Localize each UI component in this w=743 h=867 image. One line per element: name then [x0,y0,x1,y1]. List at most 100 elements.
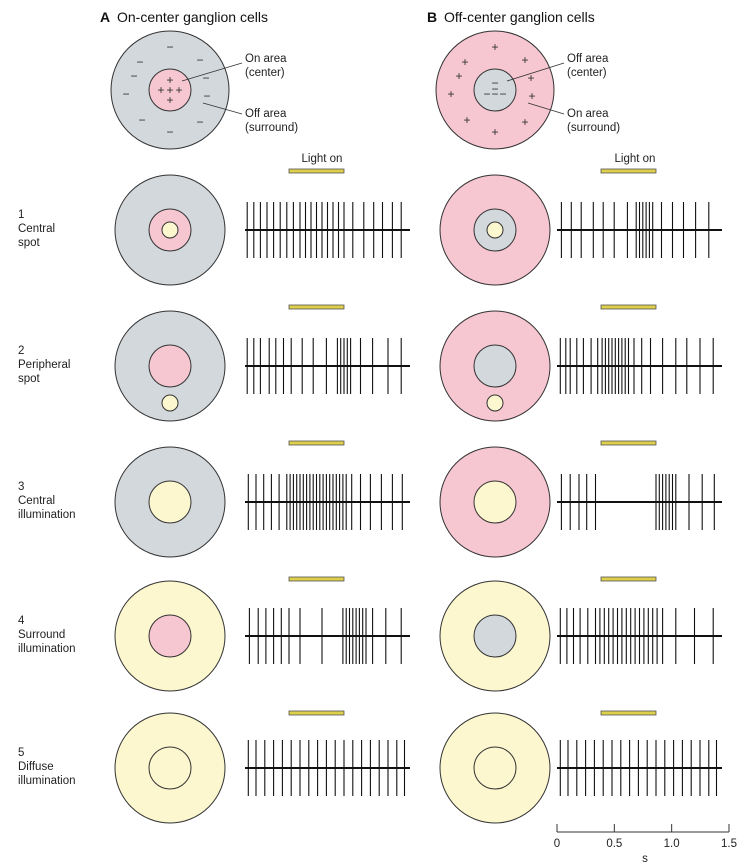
row-4-a-stimulus-center [148,614,192,658]
row-1-a-light-bar [288,168,345,174]
time-axis-ticks: 0 0.5 1.0 1.5 [554,824,737,850]
legend-a-center-symbol: + [157,83,164,97]
legend-b-center-symbol: − [483,87,490,101]
legend-a-center-label-1: On area [245,53,287,65]
legend-a-surround-label-1: Off area [245,108,287,120]
row-5-a-stimulus-center [148,746,192,790]
legend-a-center-symbol: + [166,73,173,87]
legend-b-center-label-2: (center) [567,67,607,79]
time-axis-tick-label: 0 [554,838,560,850]
legend-a-symbols: +++++−−−−−−−−−− [122,40,210,139]
legend-a-surround-symbol: − [130,69,137,83]
legend-b-symbols: −−−−−++++++++++ [447,40,535,139]
legend-b-surround-symbol: + [463,113,470,127]
row-2-b-stimulus-light-spot [486,394,504,412]
condition-5-number: 5 [18,747,24,759]
legend-b-surround-label-2: (surround) [567,122,620,134]
row-3-b-light-bar [600,440,657,446]
row-5-b-stimulus-center [473,746,517,790]
legend-a-surround-symbol: − [203,89,210,103]
condition-2-number: 2 [18,345,24,357]
condition-4-label: illumination [18,643,76,655]
time-axis-tick-label: 1.5 [721,838,737,850]
condition-5-label: illumination [18,775,76,787]
legend-b-center-symbol: − [491,76,498,90]
legend-diagram-on-center: +++++−−−−−−−−−− On area (center) Off are… [110,30,298,150]
row-4-b-light-bar [600,576,657,582]
condition-4-number: 4 [18,615,25,627]
legend-diagram-off-center: −−−−−++++++++++ Off area (center) On are… [435,30,620,150]
legend-a-surround-symbol: − [196,53,203,67]
legend-a-surround-symbol: − [196,115,203,129]
legend-a-center [148,68,192,112]
row-3-b-stimulus-center [473,480,517,524]
condition-3-number: 3 [18,481,24,493]
panel-b-letter: B [427,9,437,25]
time-axis-tick-label: 0.5 [606,838,622,850]
light-on-label-b: Light on [615,153,656,165]
legend-a-surround-symbol: − [202,71,209,85]
legend-b-surround-symbol: + [527,71,534,85]
legend-b-surround-symbol: + [461,55,468,69]
condition-3-label: Central [18,495,55,507]
legend-a-surround-symbol: − [122,87,129,101]
legend-b-surround-leader [527,102,565,115]
row-2-a-light-bar [288,304,345,310]
row-1-b-light-bar [600,168,657,174]
condition-2-label: spot [18,373,41,385]
legend-b-center-symbol: − [491,87,498,101]
row-1-a-stimulus-light-spot [161,221,179,239]
legend-b-center-symbol: − [499,87,506,101]
row-2-b-light-bar [600,304,657,310]
condition-1-label: Central [18,223,55,235]
legend-b-center-label-1: Off area [567,53,609,65]
legend-a-center-leader [181,62,243,82]
row-4-b-stimulus-center [473,614,517,658]
legend-a-surround-symbol: − [138,113,145,127]
legend-b-surround-symbol: + [447,87,454,101]
row-1-b-stimulus-light-spot [486,221,504,239]
legend-b-center-symbol: − [491,82,498,96]
legend-b-surround-symbol: + [521,53,528,67]
time-axis-unit: s [642,853,648,865]
panel-a-header: A On-center ganglion cells [100,9,268,25]
legend-b-center [473,68,517,112]
legend-a-surround-symbol: − [166,125,173,139]
legend-a-center-symbol: + [166,93,173,107]
row-2-a-stimulus-center [148,344,192,388]
condition-4-label: Surround [18,629,65,641]
panel-a-title: On-center ganglion cells [117,9,268,25]
row-5-a-light-bar [288,710,345,716]
condition-5-label: Diffuse [18,761,54,773]
legend-a-surround-label-2: (surround) [245,122,298,134]
row-5-b-light-bar [600,710,657,716]
legend-a-surround-symbol: − [136,55,143,69]
legend-a-center-label-2: (center) [245,67,285,79]
light-on-label-a: Light on [302,153,343,165]
legend-a-surround-leader [202,102,243,115]
row-3-a-stimulus-center [148,480,192,524]
panel-b-header: B Off-center ganglion cells [427,9,595,25]
legend-a-center-symbol: + [166,83,173,97]
legend-b-surround-label-1: On area [567,108,609,120]
time-axis-tick-label: 1.0 [664,838,680,850]
row-2-b-stimulus-center [473,344,517,388]
row-3-a-light-bar [288,440,345,446]
condition-1-number: 1 [18,209,24,221]
condition-1-label: spot [18,237,41,249]
row-2-a-stimulus-light-spot [161,394,179,412]
condition-2-label: Peripheral [18,359,70,371]
panel-b-title: Off-center ganglion cells [444,9,595,25]
condition-3-label: illumination [18,509,76,521]
legend-b-surround-symbol: + [491,40,498,54]
row-4-a-light-bar [288,576,345,582]
condition-rows: 1Centralspot2Peripheralspot3Centralillum… [18,168,722,824]
panel-a-letter: A [100,9,110,25]
legend-a-surround-symbol: − [166,40,173,54]
legend-b-surround-symbol: + [528,89,535,103]
